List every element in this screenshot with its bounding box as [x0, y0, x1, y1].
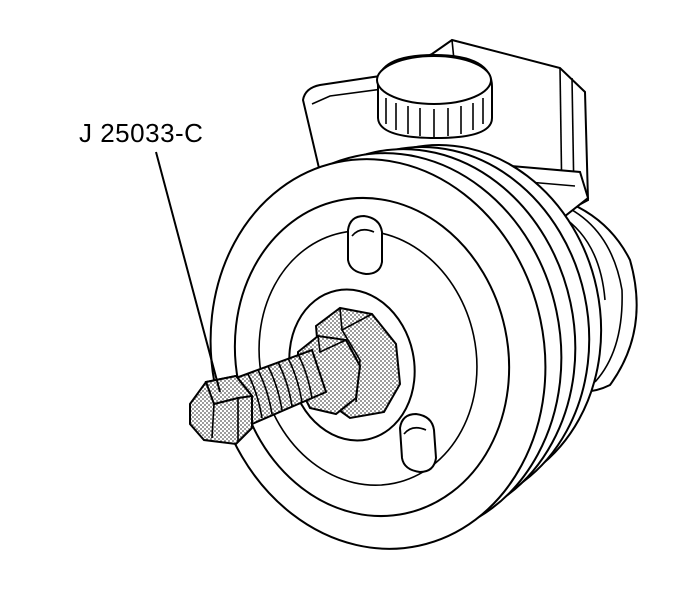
pulley-installer-tool-icon: [189, 306, 402, 446]
tool-callout-label: J 25033-C: [79, 118, 204, 148]
reservoir-cap-icon: [376, 53, 494, 140]
callout-leader-line: [155, 151, 221, 393]
